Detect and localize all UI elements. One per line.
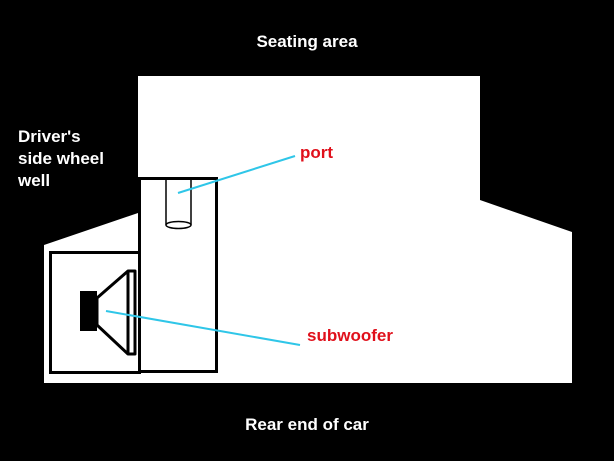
port-enclosure-box bbox=[138, 177, 218, 373]
rear-end-label: Rear end of car bbox=[245, 415, 369, 434]
port-tube bbox=[165, 179, 192, 230]
driver-wheel-well-label: Driver's side wheel well bbox=[18, 127, 104, 190]
subwoofer-label: subwoofer bbox=[307, 326, 393, 345]
port-label: port bbox=[300, 143, 334, 162]
port-leader-line bbox=[177, 155, 296, 194]
subwoofer-leader-line bbox=[105, 310, 301, 346]
passenger-wheel-well-label: Passenger side wheel well bbox=[499, 115, 585, 178]
seating-area-label: Seating area bbox=[256, 32, 358, 51]
